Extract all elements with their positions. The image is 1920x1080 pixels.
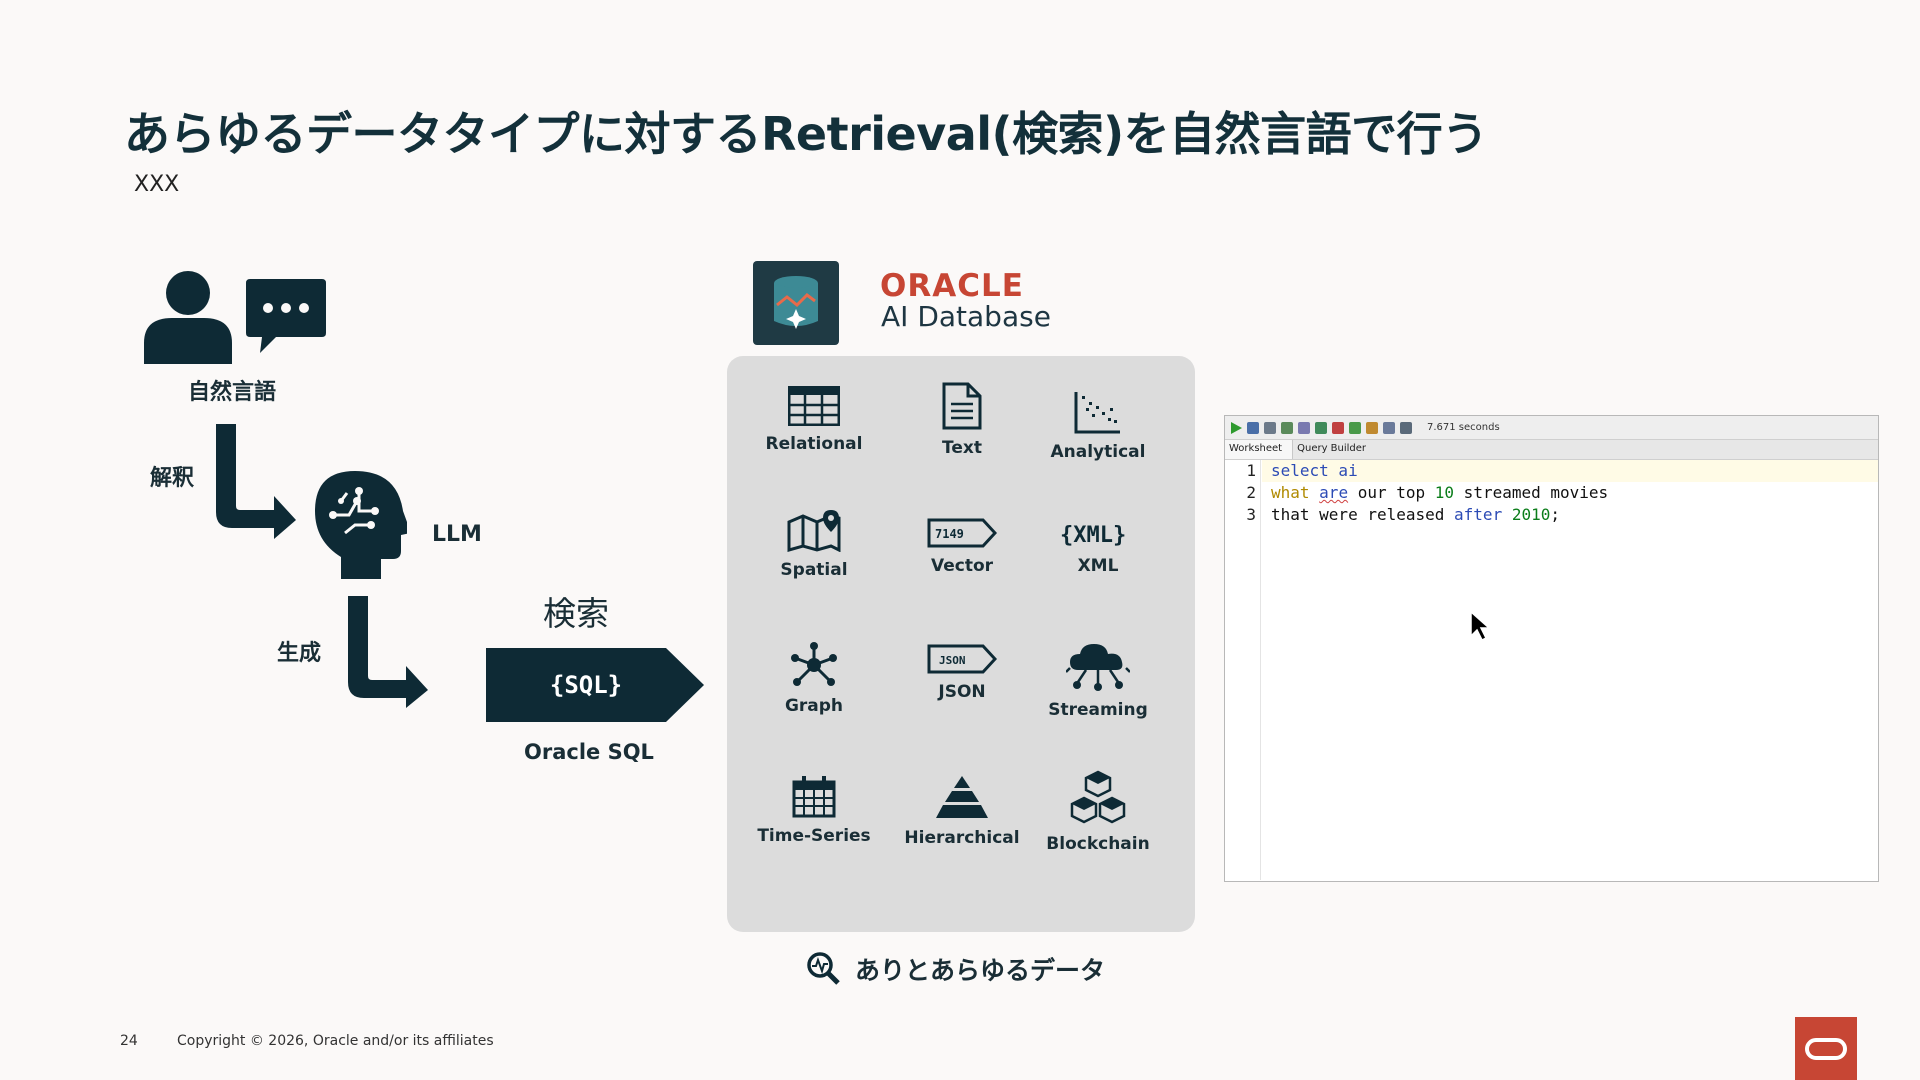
json-tag-icon: JSON [927,644,997,674]
generate-label: 生成 [277,641,322,666]
data-type-relational: Relational [739,386,889,454]
code-line-3: that were released after 2010; [1271,505,1561,524]
cloud-stream-icon [1066,644,1130,691]
data-type-blockchain: Blockchain [1023,770,1173,854]
tab-worksheet[interactable]: Worksheet [1225,440,1294,459]
llm-label: LLM [432,522,482,547]
worksheet-tabs: Worksheet Query Builder [1225,440,1878,460]
map-pin-icon [787,510,841,552]
data-type-text: Text [887,382,1037,458]
database-sparkle-icon [774,276,818,329]
pyramid-icon [936,776,988,818]
oracle-wordmark: ORACLE [880,268,1024,304]
ai-database-wordmark: AI Database [881,300,1051,333]
graph-nodes-icon [791,642,837,686]
worksheet-toolbar: 7.671 seconds [1225,416,1878,440]
oracle-logo [1795,1017,1857,1080]
all-data-label: ありとあらゆるデータ [855,956,1106,985]
cancel-icon[interactable] [1332,421,1344,434]
data-types-panel: Relational Text Analytical [727,356,1195,932]
sql-label: {SQL} [549,671,623,699]
sql-code: select ai what are our top 10 streamed m… [1271,460,1608,526]
scatter-plot-icon [1074,392,1120,434]
chat-bubble-icon [246,279,326,353]
data-type-streaming: Streaming [1023,640,1173,720]
history-icon[interactable] [1383,421,1395,434]
flow-arrow-down-right-icon [348,596,428,708]
vector-tag-icon: 7149 [927,518,997,548]
ai-database-logo [753,261,839,345]
sql-arrow-shape [486,648,704,722]
commit-icon[interactable] [1264,421,1276,434]
ai-head-icon [315,471,407,579]
table-grid-icon [788,386,840,426]
data-type-vector: 7149 Vector [887,518,1037,576]
interpret-label: 解釈 [150,466,195,491]
tab-query-builder[interactable]: Query Builder [1297,443,1367,454]
clear-icon[interactable] [1366,421,1378,434]
data-type-spatial: Spatial [739,510,889,580]
mouse-cursor-icon [1470,610,1489,642]
flow-arrow-down-right-icon [216,424,296,539]
run-script-icon[interactable] [1247,421,1259,434]
autotrace-icon[interactable] [1315,421,1327,434]
sql-tuning-icon[interactable] [1349,421,1361,434]
calendar-icon [792,776,836,818]
slide-subtitle: XXX [134,172,180,197]
search-label: 検索 [543,594,609,633]
data-type-graph: Graph [739,642,889,716]
svg-text:JSON: JSON [939,654,966,667]
code-line-2: what are our top 10 streamed movies [1271,483,1609,502]
svg-text:7149: 7149 [935,527,964,541]
sql-editor[interactable]: 1 2 3 select ai what are our top 10 stre… [1225,460,1878,880]
elapsed-time: 7.671 seconds [1427,422,1500,433]
xml-braces-icon: {XML} [1060,523,1126,548]
oracle-sql-label: Oracle SQL [524,740,654,764]
data-type-analytical: Analytical [1023,392,1173,462]
slide-title: あらゆるデータタイプに対するRetrieval(検索)を自然言語で行う [124,107,1488,161]
explain-plan-icon[interactable] [1298,421,1310,434]
svg-text:{XML}: {XML} [1060,523,1126,548]
run-statement-icon[interactable] [1231,421,1242,434]
sql-worksheet: 7.671 seconds Worksheet Query Builder 1 … [1224,415,1879,882]
oracle-o-icon [1805,1038,1847,1060]
code-line-1: select ai [1271,461,1358,480]
data-type-xml: {XML} XML [1023,518,1173,576]
data-type-json: JSON JSON [887,644,1037,702]
format-icon[interactable] [1400,421,1412,434]
data-type-hierarchical: Hierarchical [887,776,1037,848]
line-number-gutter: 1 2 3 [1225,460,1261,880]
page-number: 24 [120,1033,138,1049]
rollback-icon[interactable] [1281,421,1293,434]
document-icon [942,382,982,430]
data-type-time-series: Time-Series [739,776,889,846]
copyright: Copyright © 2026, Oracle and/or its affi… [177,1033,494,1049]
user-icon [144,271,232,364]
natural-language-label: 自然言語 [188,380,277,405]
search-data-icon [807,952,840,985]
blocks-icon [1070,770,1126,824]
